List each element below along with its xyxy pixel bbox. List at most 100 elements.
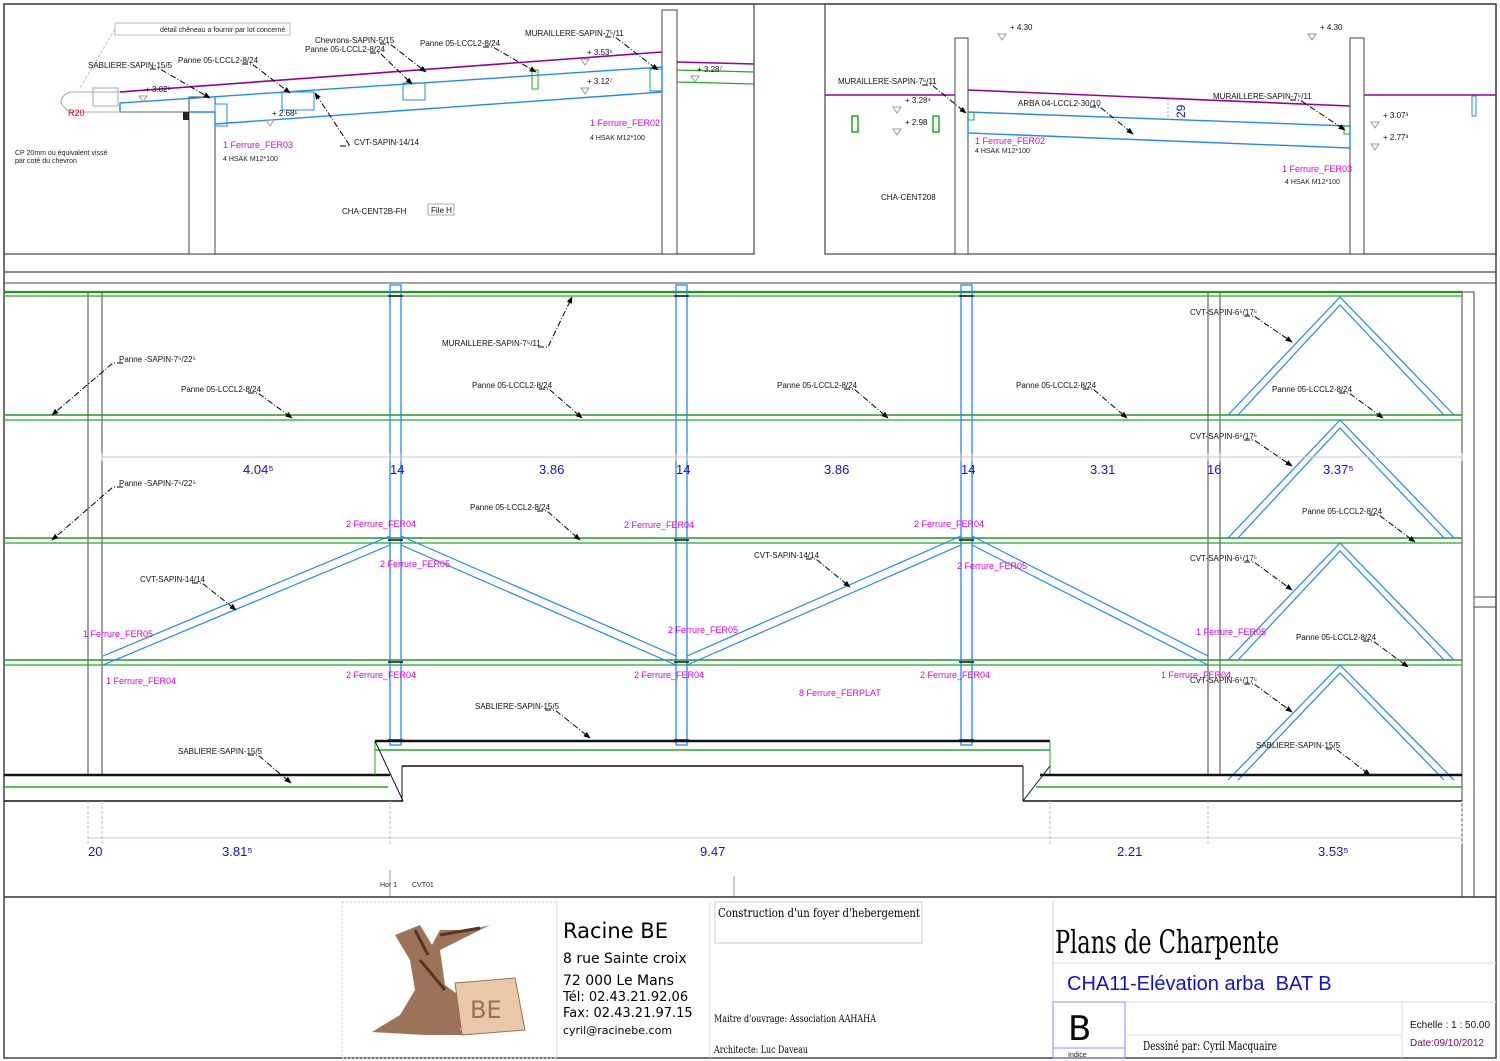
leader-arrow — [1083, 388, 1128, 419]
panne-section — [1343, 125, 1351, 135]
member-label: MURAILLERE-SAPIN-7⁵/11 — [1213, 92, 1312, 101]
bolts-label: 4 HSAK M12*100 — [223, 156, 278, 163]
leader-arrow — [51, 362, 123, 416]
level-marker: + 3.28⁷ — [697, 65, 722, 74]
radius-label: R20 — [68, 108, 85, 118]
sabliere-middle — [374, 739, 1051, 802]
leader-arrow — [248, 754, 292, 784]
main-elevation: Hor 1 CVT01 MURAILLERE-SAPIN-7⁵/11Panne … — [4, 284, 1496, 898]
panne-section — [531, 69, 539, 90]
arba-beam — [967, 111, 1351, 149]
leader-arrow — [1363, 640, 1409, 668]
leader-arrow — [150, 68, 211, 99]
level-marker: + 4.30 — [1010, 23, 1033, 32]
member-label: CVT-SAPIN-14/14 — [754, 551, 819, 560]
member-label: Panne 05-LCCL2-8/24 — [1296, 633, 1377, 642]
member-label: Panne 05-LCCL2-8/24 — [1302, 507, 1383, 516]
member-label: Panne 05-LCCL2-8/24 — [420, 39, 501, 48]
dimension-value: 3.37⁵ — [1323, 462, 1354, 477]
ferrure-label: 8 Ferrure_FERPLAT — [799, 688, 881, 698]
company-address-1: 8 rue Sainte croix — [563, 951, 687, 967]
level-triangle-icon — [580, 87, 590, 95]
dimension-value: 14 — [676, 462, 690, 477]
panne-section — [932, 115, 940, 133]
level-triangle-icon — [1370, 121, 1380, 129]
dimension-value: 3.86 — [824, 462, 849, 477]
note-cp-2: par coté du chevron — [15, 158, 77, 165]
ferrure-label: 1 Ferrure_FER04 — [106, 676, 176, 686]
member-label: Panne 05-LCCL2-8/24 — [470, 503, 551, 512]
leader-arrow — [1244, 315, 1293, 343]
leader-arrow — [483, 46, 537, 73]
dimension-value: 3.53⁵ — [1318, 844, 1349, 859]
dimension-value: 14 — [390, 462, 404, 477]
note-cp-1: CP 20mm ou équivalent vissé — [15, 150, 108, 157]
index-value: B — [1068, 1009, 1091, 1049]
triangle-brace — [1227, 419, 1455, 539]
note-leader — [79, 28, 116, 89]
diagonal-brace — [971, 544, 1209, 666]
level-marker: + 2.68¹ — [272, 109, 297, 118]
section-name: CHA-CENT2B-FH — [342, 207, 407, 216]
sabliere-left — [4, 773, 403, 802]
member-label: MURAILLERE-SAPIN-7⁵/11 — [442, 339, 541, 348]
member-label: Panne -SAPIN-7⁵/22⁵ — [119, 479, 196, 488]
ferrure-label: 2 Ferrure_FER04 — [920, 670, 990, 680]
index-label: Indice — [1068, 1052, 1087, 1059]
gutter-outline — [60, 91, 189, 113]
file-tag: File H — [431, 206, 452, 215]
leader-arrow — [545, 709, 591, 739]
level-triangle-icon — [1307, 33, 1317, 41]
member-label: CVT-SAPIN-6⁵/17⁵ — [1190, 676, 1257, 685]
ferrure-label: 2 Ferrure_FER04 — [634, 670, 704, 680]
panne-section — [967, 111, 975, 121]
drawing-subtitle: CHA11-Elévation arba BAT B — [1067, 973, 1332, 995]
ferrure-plate — [281, 91, 315, 111]
panne-section — [851, 115, 859, 133]
member-label: CVT-SAPIN-6⁵/17⁵ — [1190, 308, 1257, 317]
level-marker: + 4.30 — [1320, 23, 1343, 32]
member-label: Panne 05-LCCL2-8/24 — [305, 45, 386, 54]
dimension-value: 4.04⁵ — [243, 462, 274, 477]
gutter-detail — [92, 87, 119, 107]
company-email[interactable]: cyril@racinebe.com — [563, 1024, 672, 1037]
level-marker: + 3.02⁵ — [145, 85, 171, 94]
level-marker: + 2.98 — [905, 118, 928, 127]
diagonal-brace — [102, 544, 391, 666]
triangle-brace — [1237, 672, 1445, 781]
leader-arrow — [1244, 439, 1293, 467]
company-phone: Tél: 02.43.21.92.06 — [562, 990, 688, 1005]
member-label: SABLIERE-SAPIN-15/5 — [1256, 741, 1341, 750]
post — [87, 291, 103, 776]
level-triangle-icon — [997, 33, 1007, 41]
member-label: CVT-SAPIN-14/14 — [354, 138, 419, 147]
ferrure-label: 2 Ferrure_FER05 — [957, 561, 1027, 571]
ferrure-label: 2 Ferrure_FER04 — [346, 670, 416, 680]
level-triangle-icon — [892, 106, 902, 114]
company-address-2: 72 000 Le Mans — [563, 973, 674, 989]
post — [661, 9, 678, 255]
member-label: Panne -SAPIN-7⁵/22⁵ — [119, 355, 196, 364]
leader-arrow — [192, 582, 237, 611]
diagonal-brace — [102, 535, 391, 657]
triangle-brace — [1227, 296, 1455, 416]
post — [1207, 291, 1221, 776]
triangle-brace — [1227, 664, 1455, 781]
leader-arrow — [1090, 106, 1134, 135]
post — [188, 96, 216, 255]
level-triangle-icon — [690, 75, 700, 83]
level-marker: + 3.07³ — [1383, 111, 1408, 120]
level-marker: + 3.53⁵ — [587, 48, 613, 57]
leader-arrow — [1244, 561, 1293, 591]
ferrure-label: 1 Ferrure_FER03 — [223, 140, 293, 150]
member-label: SABLIERE-SAPIN-15/5 — [88, 61, 173, 70]
member-label: Panne 05-LCCL2-8/24 — [777, 381, 858, 390]
roof-line — [967, 89, 1351, 107]
steel-post — [675, 284, 688, 746]
section-name: CHA-CENT208 — [881, 193, 936, 202]
ferrure-label: 2 Ferrure_FER04 — [914, 519, 984, 529]
member-label: MURAILLERE-SAPIN-7⁵/11 — [838, 77, 937, 86]
level-triangle-icon — [138, 95, 148, 103]
leader-arrow — [537, 510, 581, 541]
member-label: ARBA 04-LCCL2-30/10 — [1018, 99, 1101, 108]
